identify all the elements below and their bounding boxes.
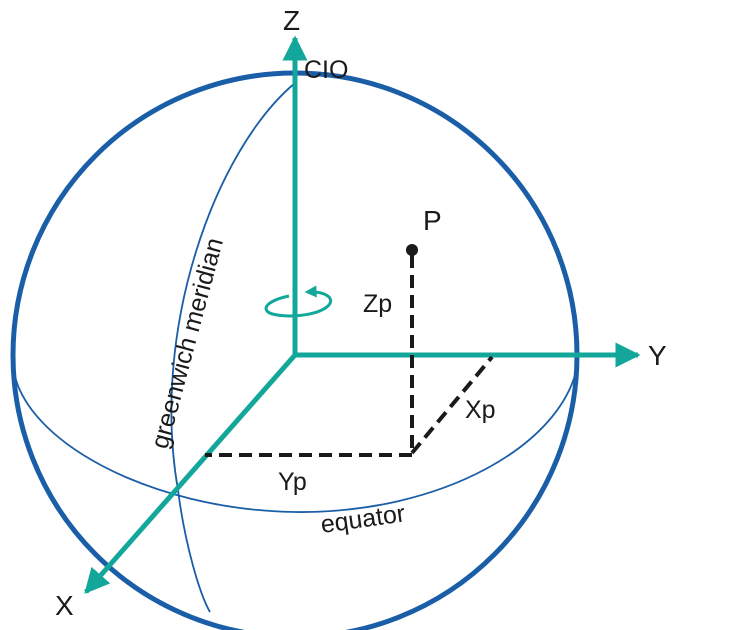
equator-line	[12, 361, 579, 513]
greenwich-meridian-label: greenwich meridian	[146, 235, 229, 452]
yp-label: Yp	[278, 468, 307, 496]
equator-label: equator	[319, 499, 407, 539]
cio-label: CIO	[304, 56, 348, 84]
xp-dashed-line	[410, 355, 494, 455]
z-axis-label: Z	[283, 5, 300, 36]
xp-label: Xp	[465, 396, 496, 424]
x-axis	[84, 353, 297, 594]
y-axis-label: Y	[648, 340, 667, 371]
rotation-arrow-icon	[264, 285, 333, 318]
point-p-marker	[406, 244, 418, 256]
greenwich-meridian-line	[170, 82, 296, 613]
x-axis-label: X	[55, 590, 74, 621]
point-p-label: P	[423, 205, 442, 236]
zp-label: Zp	[363, 290, 392, 318]
